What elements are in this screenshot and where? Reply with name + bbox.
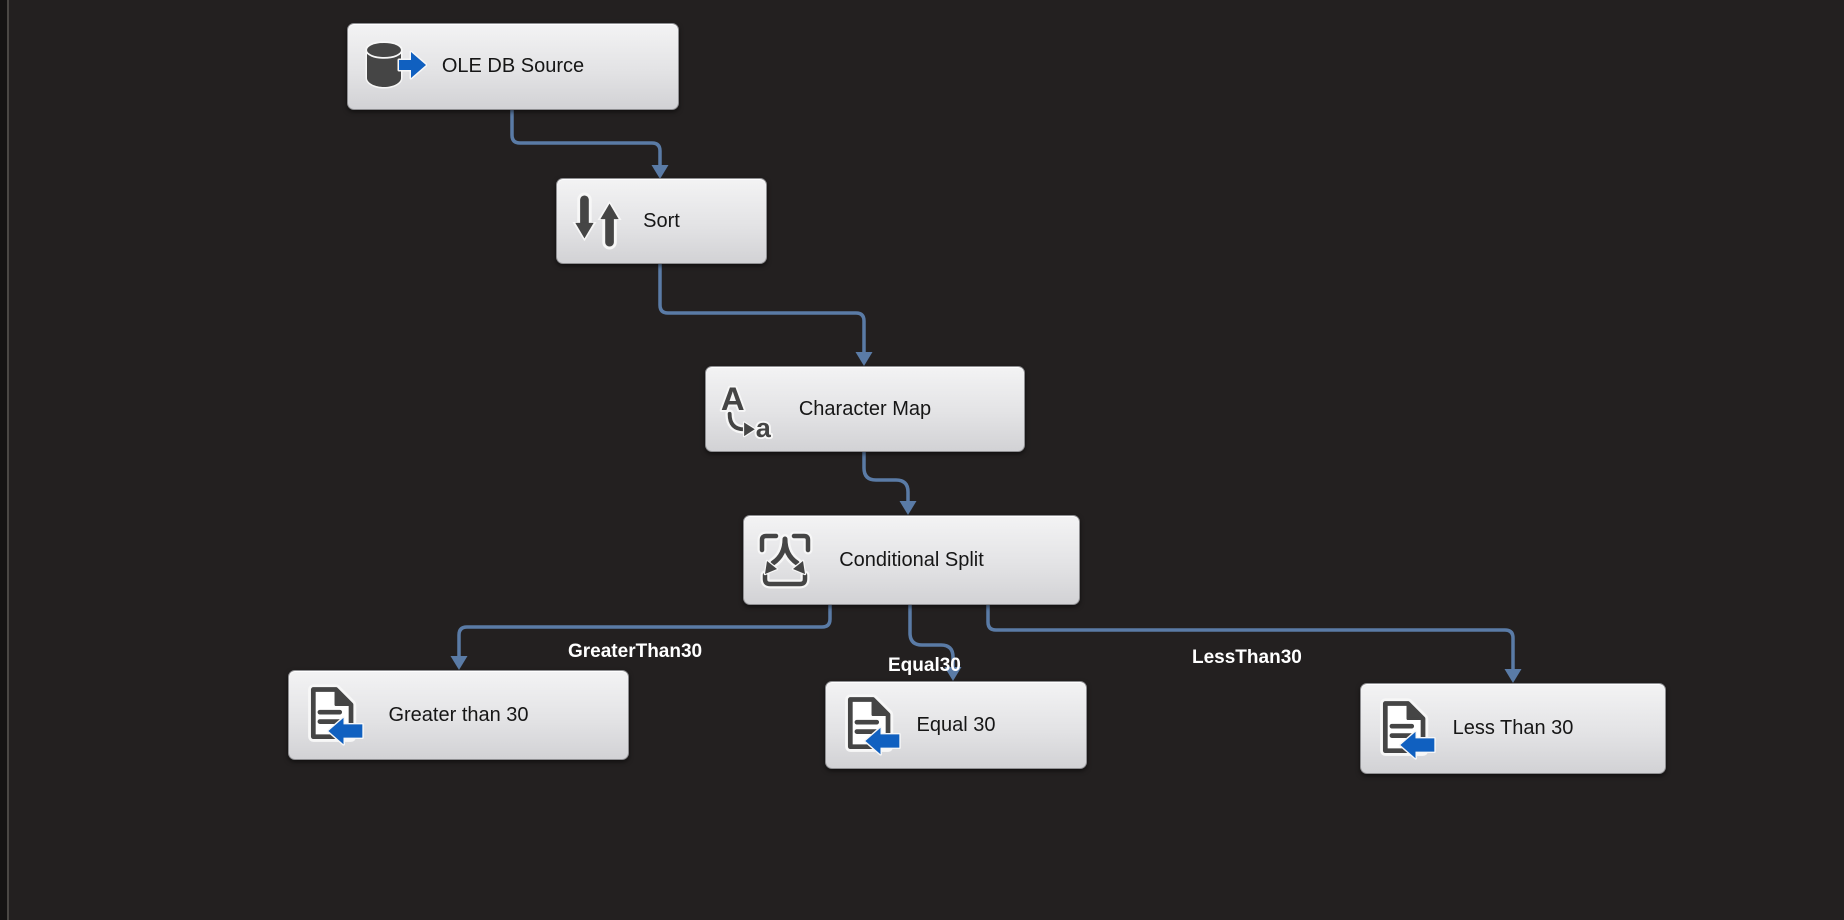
character-map-icon: A a — [719, 378, 777, 445]
flat-file-destination-icon — [302, 682, 368, 748]
database-source-icon — [361, 38, 428, 96]
connector-character-map-to-conditional-split[interactable] — [862, 450, 917, 515]
conditional-split-icon — [757, 531, 813, 589]
edge-label-lessthan30: LessThan30 — [1192, 647, 1302, 668]
flat-file-destination-icon — [1374, 696, 1440, 762]
node-label: Equal 30 — [916, 713, 996, 736]
node-label: Less Than 30 — [1452, 717, 1574, 739]
connector-conditional-split-to-equal-30[interactable] — [908, 603, 962, 681]
node-greater-than-30[interactable]: Greater than 30 — [288, 670, 629, 760]
sort-arrows-icon — [570, 192, 624, 250]
node-sort[interactable]: Sort — [556, 178, 767, 264]
svg-text:a: a — [756, 413, 772, 439]
node-label: Conditional Split — [839, 548, 984, 571]
edge-label-greaterthan30: GreaterThan30 — [568, 641, 703, 662]
node-character-map[interactable]: A a Character Map — [705, 366, 1025, 452]
node-label: Greater than 30 — [388, 703, 529, 726]
connector-ole-db-source-to-sort[interactable] — [510, 108, 669, 179]
node-label: Sort — [643, 209, 680, 232]
node-equal-30[interactable]: Equal 30 — [825, 681, 1087, 769]
node-ole-db-source[interactable]: OLE DB Source — [347, 23, 679, 110]
flat-file-destination-icon — [839, 692, 905, 758]
edge-label-equal30: Equal30 — [888, 655, 961, 676]
left-frame-line — [7, 0, 9, 920]
node-conditional-split[interactable]: Conditional Split — [743, 515, 1080, 605]
left-frame-strip — [0, 0, 7, 920]
connector-conditional-split-to-less-than-30[interactable] — [986, 603, 1522, 683]
svg-text:A: A — [721, 380, 745, 417]
connector-conditional-split-to-greater-than-30[interactable] — [450, 603, 832, 670]
connector-sort-to-character-map[interactable] — [658, 262, 873, 366]
node-label: OLE DB Source — [441, 55, 585, 77]
node-label: Character Map — [798, 397, 932, 420]
node-less-than-30[interactable]: Less Than 30 — [1360, 683, 1666, 774]
